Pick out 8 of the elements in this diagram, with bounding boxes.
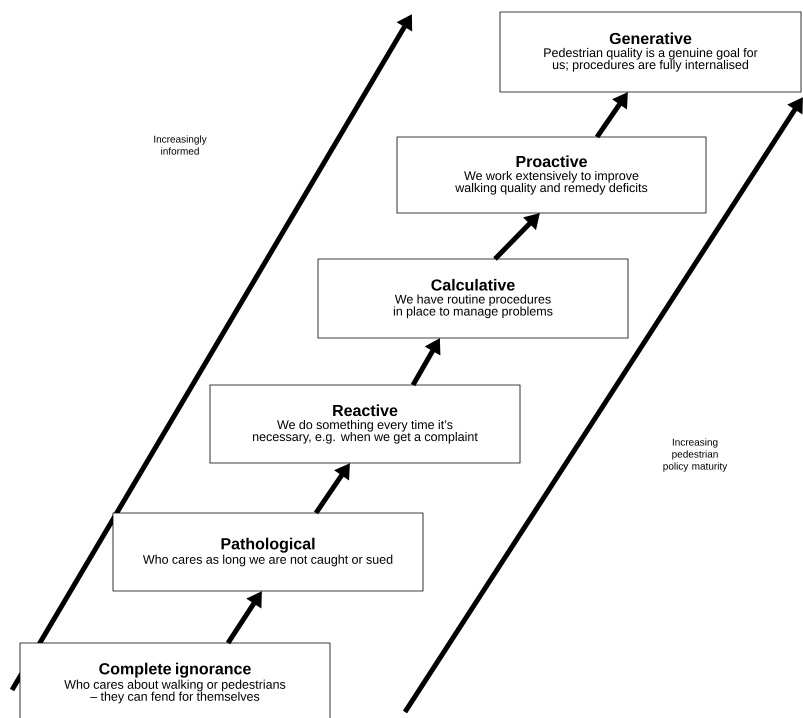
stage-box: Generative Pedestrian quality is a genuine goal for us; procedures are fully internalised [500,12,802,92]
stage-box: Calculative We have routine procedures in place to manage problems [318,258,628,338]
axis-label: Increasingly informed [154,135,207,155]
stage-box: Complete ignorance Who cares about walking or pedestrians – they can fend for themselves [20,642,330,718]
axis-label: Increasing pedestrian policy maturity [663,438,728,472]
stage-box: Reactive We do something every time it’s necessary, e.g. when we get a complaint [210,384,520,464]
stage-box: Proactive We work extensively to improve walking quality and remedy deficits [396,136,706,214]
stage-box: Pathological Who cares as long we are not caught or sued [112,512,424,592]
